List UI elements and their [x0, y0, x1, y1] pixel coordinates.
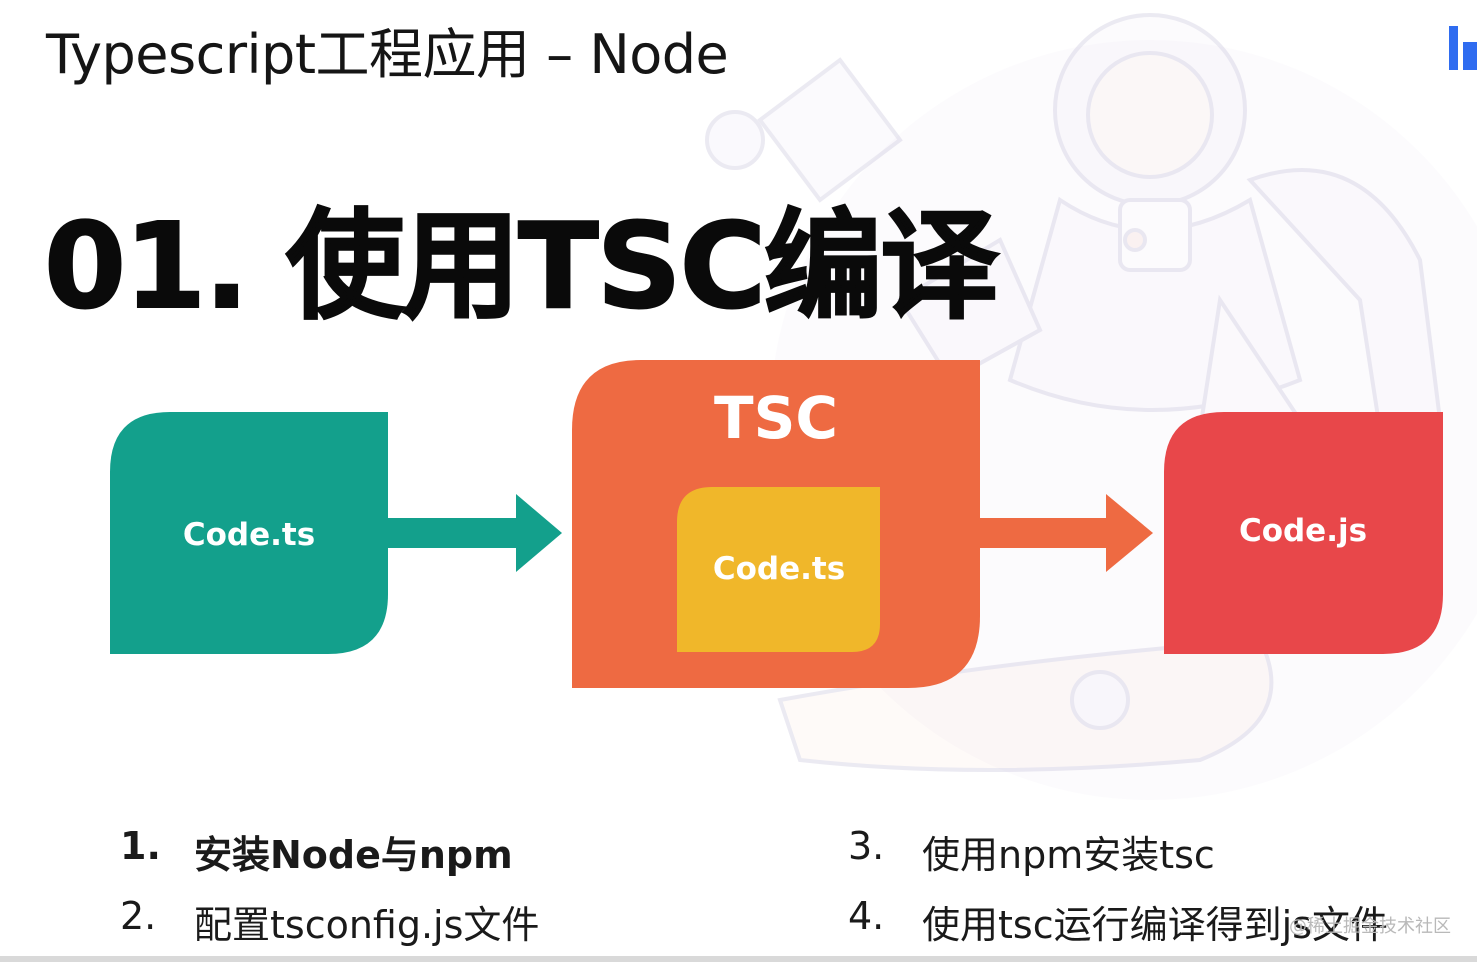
step-number: 3. — [848, 824, 885, 868]
compiler-label: TSC — [714, 384, 838, 452]
output-label: Code.js — [1238, 513, 1368, 549]
inner-source-label: Code.ts — [712, 551, 846, 587]
step-text: 配置tsconfig.js文件 — [194, 903, 540, 947]
step-number: 1. — [120, 824, 161, 868]
header-title: Typescript工程应用 – Node — [46, 23, 729, 86]
brand-logo-icon — [1449, 26, 1477, 70]
arrow-right-icon — [978, 494, 1153, 572]
arrow-right-icon — [386, 494, 562, 572]
step-number: 4. — [848, 894, 885, 938]
step-text: 使用tsc运行编译得到js文件 — [922, 903, 1388, 947]
bottom-divider — [0, 956, 1477, 962]
output-block — [1164, 412, 1443, 654]
source-block — [110, 412, 388, 654]
step-text: 使用npm安装tsc — [922, 833, 1215, 877]
section-title: 01. 使用TSC编译 — [43, 196, 999, 336]
step-text: 安装Node与npm — [194, 833, 513, 877]
inner-source-block — [677, 487, 880, 652]
source-label: Code.ts — [182, 517, 316, 553]
step-number: 2. — [120, 894, 157, 938]
watermark: @稀土掘金技术社区 — [1289, 916, 1451, 937]
